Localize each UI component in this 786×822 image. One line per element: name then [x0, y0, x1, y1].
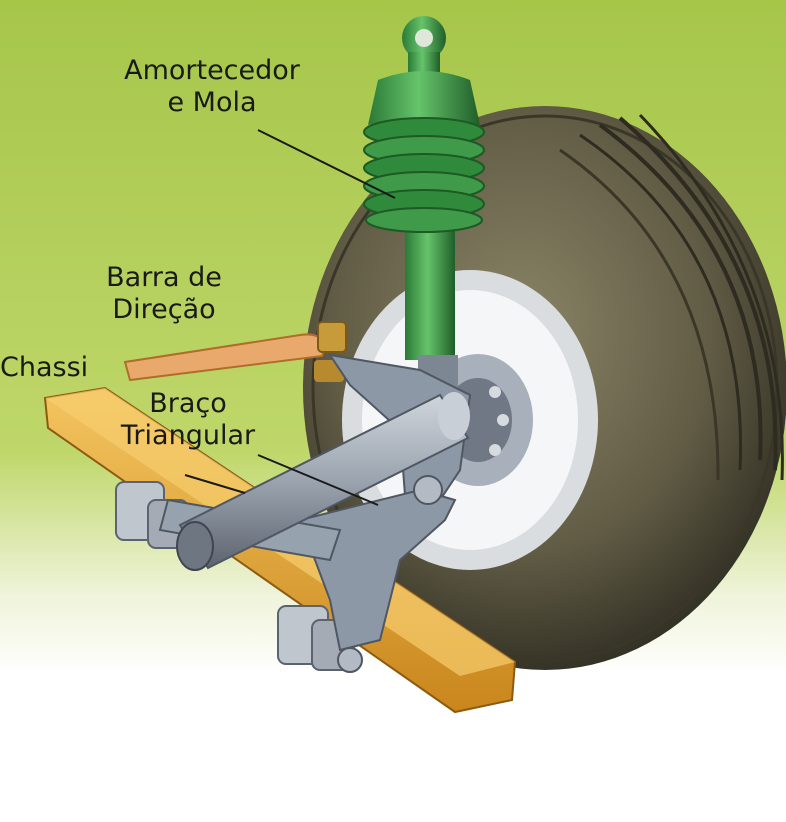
steering-bar [123, 321, 347, 382]
label-braco-triangular: Braço Triangular [110, 388, 266, 452]
coil-spring [363, 117, 485, 233]
label-braco-line1: Braço [149, 388, 227, 419]
label-chassi: Chassi [0, 352, 89, 383]
label-braco-line2: Triangular [120, 420, 256, 451]
label-amortecedor-line2: e Mola [167, 87, 257, 118]
leader-lines [184, 129, 396, 506]
label-barra-line2: Direção [112, 294, 216, 325]
label-barra-direcao: Barra de Direção [98, 262, 230, 326]
bushings [115, 481, 355, 671]
label-amortecedor-mola: Amortecedor e Mola [112, 55, 312, 119]
shock-absorber [368, 16, 480, 390]
label-barra-line1: Barra de [106, 262, 222, 293]
label-amortecedor-line1: Amortecedor [124, 55, 300, 86]
